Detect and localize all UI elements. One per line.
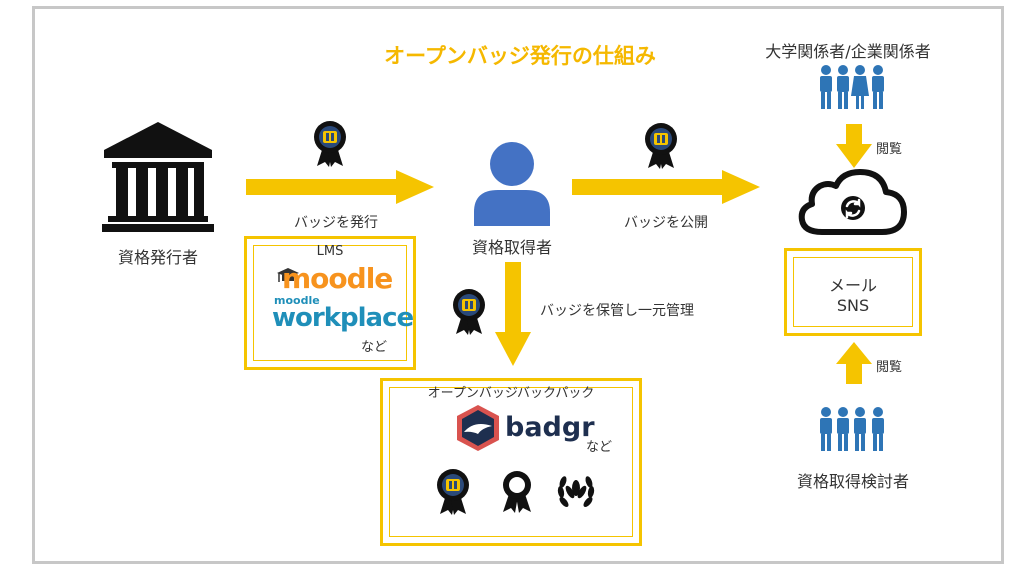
view-label-bottom: 閲覧 bbox=[876, 360, 903, 375]
issue-label: バッジを発行 bbox=[294, 215, 378, 231]
moodle-logo: moodle bbox=[282, 262, 393, 295]
backpack-header: オープンバッジバックパック bbox=[427, 386, 595, 401]
lms-etc: など bbox=[361, 340, 388, 355]
moodle-workplace-logo: workplace bbox=[272, 303, 414, 333]
view-label-top: 閲覧 bbox=[876, 142, 903, 157]
cloud-sync-icon bbox=[798, 169, 907, 235]
people-group-icon bbox=[820, 407, 884, 451]
lms-header: LMS bbox=[316, 244, 344, 259]
arrow-view-down bbox=[836, 124, 872, 168]
publish-label: バッジを公開 bbox=[624, 215, 708, 231]
diagram-frame bbox=[32, 6, 1004, 564]
moodle-hat-icon bbox=[277, 268, 299, 282]
laurel-wreath-icon bbox=[557, 476, 595, 507]
moodle-workplace-logo-small: moodle bbox=[274, 294, 320, 307]
arrow-view-up bbox=[836, 342, 872, 384]
issuer-label: 資格発行者 bbox=[117, 248, 198, 267]
share-mail-label: メール bbox=[828, 276, 877, 295]
viewers-label: 大学関係者/企業関係者 bbox=[765, 42, 931, 61]
badge-icon bbox=[437, 469, 469, 515]
person-icon bbox=[474, 142, 550, 226]
bank-icon bbox=[102, 122, 214, 232]
prospects-label: 資格取得検討者 bbox=[796, 472, 909, 491]
ribbon-award-icon bbox=[503, 471, 531, 513]
share-sns-label: SNS bbox=[836, 296, 870, 315]
share-box bbox=[784, 248, 922, 336]
diagram-title: オープンバッジ発行の仕組み bbox=[384, 44, 656, 68]
arrow-publish bbox=[572, 170, 760, 204]
lms-box bbox=[244, 236, 416, 370]
badge-icon bbox=[314, 121, 346, 167]
badgr-logo-icon bbox=[457, 405, 499, 451]
backpack-box bbox=[380, 378, 642, 546]
arrow-issue bbox=[246, 170, 434, 204]
arrow-store bbox=[495, 262, 531, 366]
backpack-etc: など bbox=[586, 440, 613, 455]
badgr-logo: badgr bbox=[505, 412, 595, 443]
badge-icon bbox=[453, 289, 485, 335]
people-group-icon bbox=[820, 65, 884, 109]
store-label: バッジを保管し一元管理 bbox=[540, 303, 694, 319]
badge-icon bbox=[645, 123, 677, 169]
earner-label: 資格取得者 bbox=[471, 238, 552, 257]
